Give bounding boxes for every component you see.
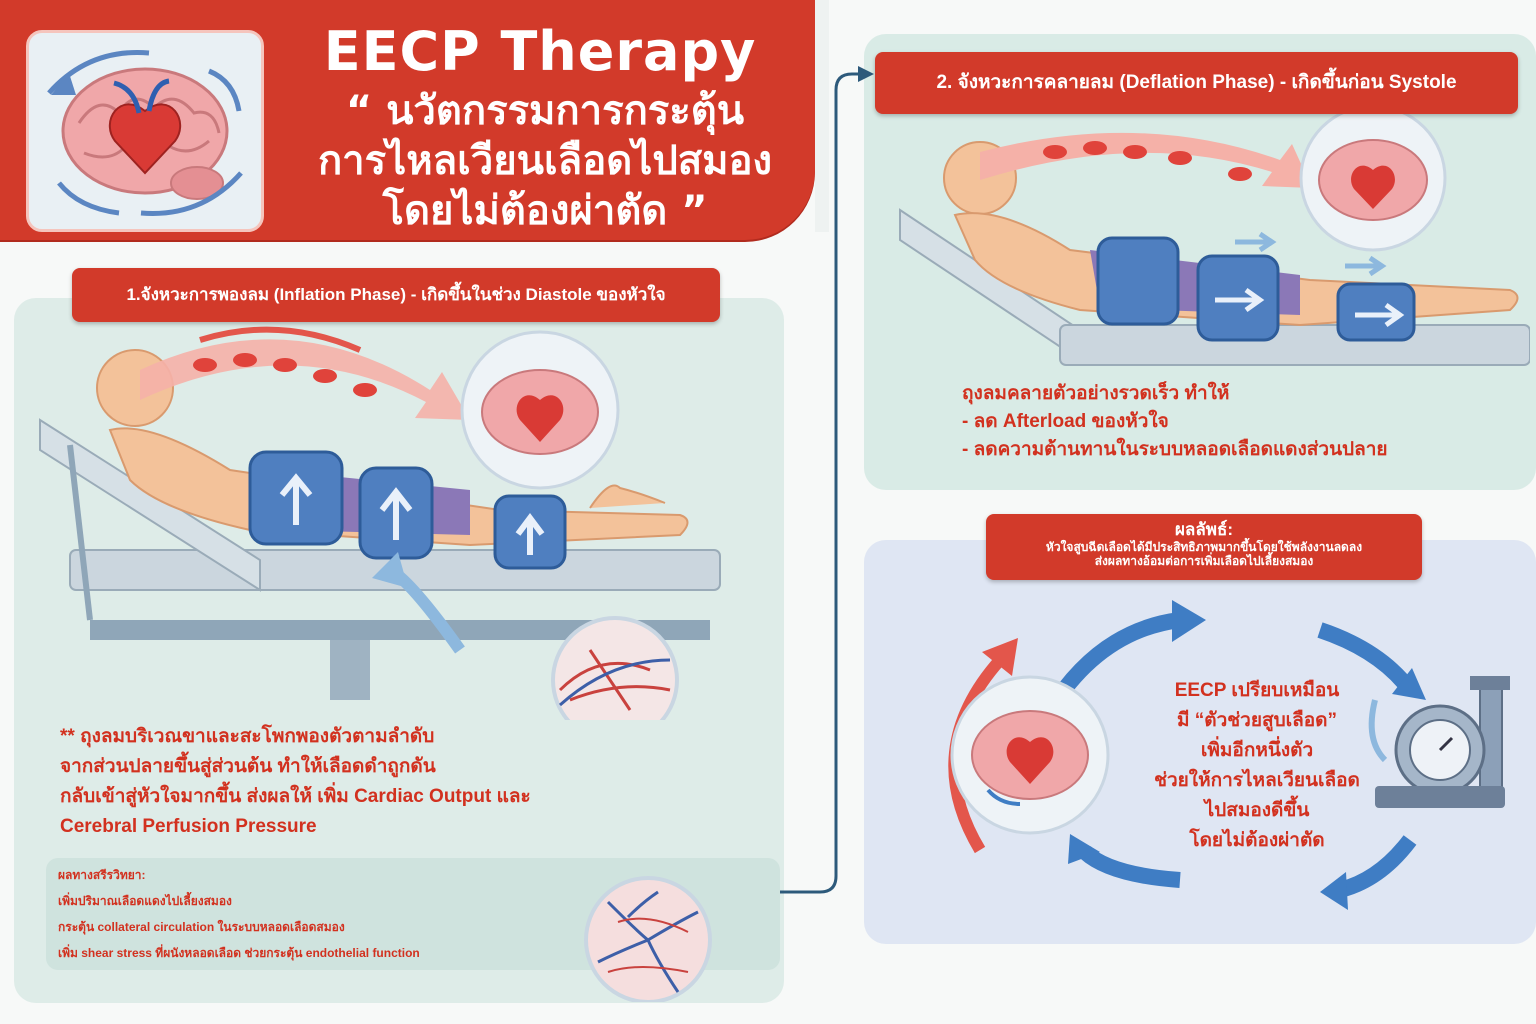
note-line-1: ** ถุงลมบริเวณขาและสะโพกพองตัวตามลำดับ <box>60 726 435 747</box>
note-line-2: จากส่วนปลายขึ้นสู่ส่วนต้น ทำให้เลือดดำถู… <box>60 756 436 777</box>
result-banner: ผลลัพธ์: หัวใจสูบฉีดเลือดได้มีประสิทธิภา… <box>986 514 1422 580</box>
subtitle-line-1: “ นวัตกรรมการกระตุ้น <box>345 88 745 134</box>
result-line-2: ส่งผลทางอ้อมต่อการเพิ่มเลือดไปเลี้ยงสมอง <box>1094 554 1314 568</box>
deflation-phase-banner: 2. จังหวะการคลายลม (Deflation Phase) - เ… <box>875 52 1518 114</box>
inflation-note: ** ถุงลมบริเวณขาและสะโพกพองตัวตามลำดับ จ… <box>60 722 680 842</box>
physiology-title: ผลทางสรีรวิทยา: <box>58 868 146 882</box>
deflation-line-2: - ลด Afterload ของหัวใจ <box>962 411 1169 432</box>
inflation-illustration <box>39 326 721 720</box>
analogy-line-6: โดยไม่ต้องผ่าตัด <box>1189 830 1325 851</box>
analogy-line-4: ช่วยให้การไหลเวียนเลือด <box>1154 770 1360 791</box>
deflation-text: ถุงลมคลายตัวอย่างรวดเร็ว ทำให้ - ลด Afte… <box>962 380 1522 464</box>
analogy-line-1: EECP เปรียบเหมือน <box>1174 680 1340 701</box>
brain-heart-icon <box>26 30 264 232</box>
physiology-item: เพิ่มปริมาณเลือดแดงไปเลี้ยงสมอง <box>58 894 232 908</box>
page-title: EECP Therapy <box>323 20 757 83</box>
connector-arrow <box>780 66 874 894</box>
physiology-item: เพิ่ม shear stress ที่ผนังหลอดเลือด ช่วย… <box>58 946 420 960</box>
inflation-phase-banner: 1.จังหวะการพองลม (Inflation Phase) - เกิ… <box>72 268 720 322</box>
circulation-cycle-diagram <box>948 600 1510 910</box>
deflation-line-1: ถุงลมคลายตัวอย่างรวดเร็ว ทำให้ <box>962 383 1230 404</box>
deflation-line-3: - ลดความต้านทานในระบบหลอดเลือดแดงส่วนปลา… <box>962 439 1388 460</box>
note-line-3: กลับเข้าสู่หัวใจมากขึ้น ส่งผลให้ เพิ่ม C… <box>60 786 531 807</box>
vessel-network-icon <box>584 876 712 1002</box>
subtitle-line-2: การไหลเวียนเลือดไปสมอง <box>317 138 773 184</box>
analogy-line-2: มี “ตัวช่วยสูบเลือด” <box>1176 710 1338 731</box>
analogy-line-5: ไปสมองดีขึ้น <box>1204 800 1310 821</box>
result-title: ผลลัพธ์: <box>1174 520 1234 539</box>
subtitle-line-3: โดยไม่ต้องผ่าตัด ” <box>382 188 708 234</box>
result-line-1: หัวใจสูบฉีดเลือดได้มีประสิทธิภาพมากขึ้นโ… <box>1045 540 1363 554</box>
eecp-analogy-text: EECP เปรียบเหมือน มี “ตัวช่วยสูบเลือด” เ… <box>1112 676 1402 856</box>
analogy-line-3: เพิ่มอีกหนึ่งตัว <box>1200 740 1314 761</box>
note-line-4: Cerebral Perfusion Pressure <box>60 816 317 837</box>
deflation-illustration <box>899 104 1530 366</box>
physiology-item: กระตุ้น collateral circulation ในระบบหลอ… <box>58 920 345 934</box>
physiology-list: ผลทางสรีรวิทยา: เพิ่มปริมาณเลือดแดงไปเลี… <box>58 862 598 966</box>
